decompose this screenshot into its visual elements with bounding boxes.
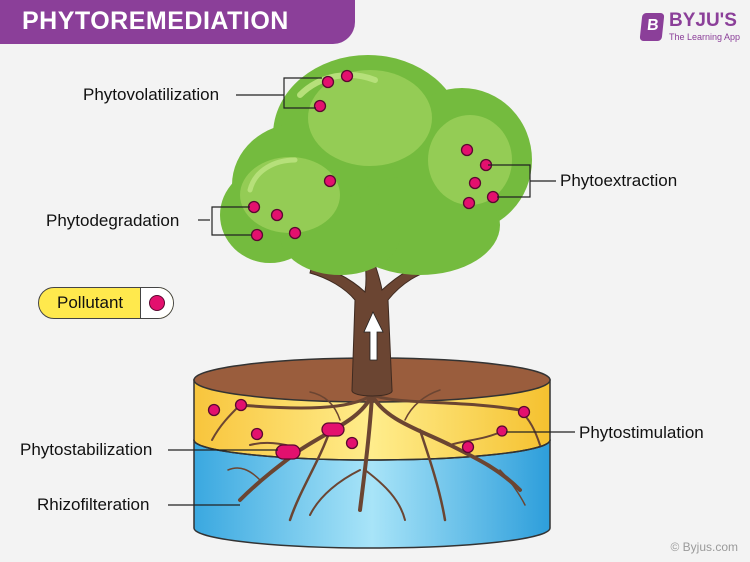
pollutant-dot [461,440,475,454]
pollutant-dot [486,190,500,204]
pollutant-dot [323,174,337,188]
pollutant-dot [234,398,248,412]
pollutant-dot [247,200,261,214]
label-phytostimulation: Phytostimulation [579,423,704,442]
pollutant-dot-icon [149,295,165,311]
water-layer [193,439,551,549]
legend-label: Pollutant [57,293,124,312]
label-phytoextraction: Phytoextraction [560,171,678,190]
uptake-arrow-icon [363,311,384,361]
pollutant-dot [345,436,359,450]
pollutant-dot [207,403,221,417]
brand-logo: B BYJU'S The Learning App [639,10,750,50]
pollutant-cluster [321,422,345,437]
pollutant-dot [517,405,531,419]
title-banner: PHYTOREMEDIATION [0,0,355,44]
pollutant-markers [207,69,531,460]
label-rhizofilteration: Rhizofilteration [37,495,150,514]
brand-badge-icon: B [639,13,665,41]
tree-canopy [220,55,532,275]
legend-swatch [140,288,173,318]
leader-lines [168,77,575,506]
label-phytodegradation: Phytodegradation [46,211,180,230]
pollutant-cluster [275,444,301,460]
pollutant-dot [313,99,327,113]
brand-tagline: The Learning App [669,32,741,42]
brand-name: BYJU'S [669,10,737,31]
label-phytostabilization: Phytostabilization [20,440,153,459]
pollutant-dot [288,226,302,240]
pollutant-dot [250,427,264,441]
page-title: PHYTOREMEDIATION [22,7,289,35]
copyright-text: © Byjus.com [670,540,738,554]
pollutant-dot [496,425,508,437]
pollutant-dot [340,69,354,83]
pollutant-legend: Pollutant [38,287,174,319]
pollutant-dot [462,196,476,210]
pollutant-dot [321,75,335,89]
pollutant-dot [468,176,482,190]
pollutant-dot [270,208,284,222]
label-phytovolatilization: Phytovolatilization [83,85,220,104]
pollutant-dot [460,143,474,157]
pollutant-dot [250,228,264,242]
